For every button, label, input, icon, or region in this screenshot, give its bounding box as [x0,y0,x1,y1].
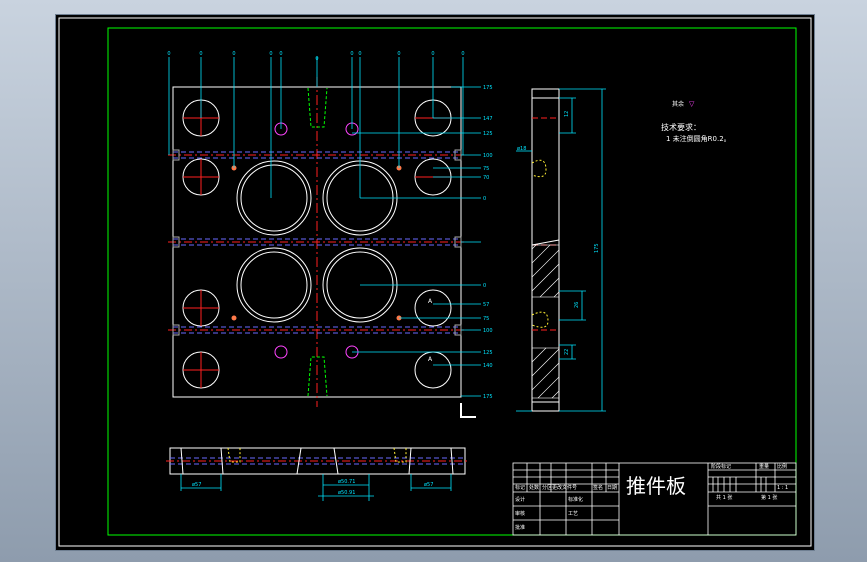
bore-centerlines [168,154,466,331]
drawing-outer-border [58,17,812,547]
right-dim-label: 75 [483,316,489,322]
right-dim-label: 0 [483,196,486,202]
svg-text:0: 0 [279,51,282,57]
guide-hole [414,289,452,327]
guide-hole-centers [183,100,451,388]
right-dim-label: 57 [483,302,489,308]
section-mark: A [428,298,433,305]
bottom-dim-label: ø50.91 [338,490,355,496]
bottom-view: ø57 ø50.71 ø50.91 ø57 [166,447,469,501]
svg-text:0: 0 [232,51,235,57]
tb-cell: 工艺 [568,511,578,517]
right-dim-label: 125 [483,350,493,356]
right-dim-label: 100 [483,328,493,334]
roughness-note: 其余 [672,100,684,108]
bottom-dim-label: ø57 [192,482,201,488]
right-dimension-labels: 175 147 125 100 75 70 0 0 57 75 100 125 140 175 [483,85,493,400]
ejector-hole [274,345,288,359]
spring-pockets [307,87,328,397]
hidden-bores [173,151,461,334]
guide-hole [414,351,452,389]
drawing-title: 推件板 [626,474,686,498]
front-view: 000 000 000 00 1751471251007570005775100… [167,51,493,418]
tb-right-label: 阶段标记 [711,463,731,470]
svg-text:0: 0 [461,51,464,57]
notes: 其余 ▽ 技术要求： 1 未注倒圆角R0.2。 [661,100,731,143]
tb-cell: 审核 [515,510,525,517]
side-total-dim: 175 [594,243,600,253]
right-dim-label: 140 [483,363,493,369]
drawing-frame [107,27,797,536]
tb-cell: 签名 [593,484,603,491]
side-pockets [531,159,549,328]
right-dim-label: 70 [483,175,489,181]
svg-text:0: 0 [269,51,272,57]
tb-cell: 批准 [515,524,525,531]
bottom-dim-label: ø50.71 [338,479,355,485]
right-dim-label: 100 [483,153,493,159]
cavity-bore-outer [236,247,312,323]
side-view: 12 ø18 26 22 175 [516,88,606,412]
tb-right-label: 重量 [759,463,769,470]
tb-cell: 标准化 [568,496,583,503]
right-dim-label: 0 [483,283,486,289]
svg-text:0: 0 [167,51,170,57]
tb-right-value: 第 1 张 [761,494,777,501]
section-arrow [460,403,476,418]
tb-right-value: 共 1 张 [716,494,732,501]
side-dimensions [516,88,606,412]
cavity-bore-outer [236,160,312,236]
tb-right-label: 比例 [777,463,787,470]
tb-cell: 更改文件号 [552,484,577,491]
hatched-section [531,244,560,399]
section-mark: A [428,356,433,363]
tb-cell: 分区 [542,484,552,491]
right-dim-label: 75 [483,166,489,172]
tech-requirement: 1 未注倒圆角R0.2。 [666,134,731,143]
tb-right-value: 1 : 1 [777,485,788,491]
bottom-dim-label: ø57 [424,482,433,488]
screw-hole [231,315,237,321]
tb-cell: 处数 [529,484,539,491]
right-dim-label: 147 [483,116,493,122]
mold-plate-drawing: 000 000 000 00 1751471251007570005775100… [58,17,812,547]
tb-cell: 设计 [515,496,525,503]
title-block: 标记 处数 分区 更改文件号 签名 日期 设计 标准化 审核 工艺 批准 阶段标… [512,462,797,536]
right-dim-label: 175 [483,394,493,400]
svg-text:0: 0 [397,51,400,57]
svg-text:0: 0 [431,51,434,57]
svg-text:0: 0 [350,51,353,57]
tech-heading: 技术要求： [661,122,701,132]
side-dim-label: 26 [574,302,580,308]
tb-cell: 日期 [607,485,617,491]
side-dim-label: 22 [564,349,570,355]
side-dim-label: 12 [564,111,570,117]
svg-text:0: 0 [358,51,361,57]
roughness-symbol: ▽ [689,100,695,108]
right-dim-label: 125 [483,131,493,137]
svg-text:0: 0 [199,51,202,57]
right-dim-label: 175 [483,85,493,91]
tb-cell: 标记 [515,484,525,491]
leader-lines [168,57,481,397]
side-dim-label: ø18 [517,146,526,152]
svg-text:0: 0 [315,56,318,62]
